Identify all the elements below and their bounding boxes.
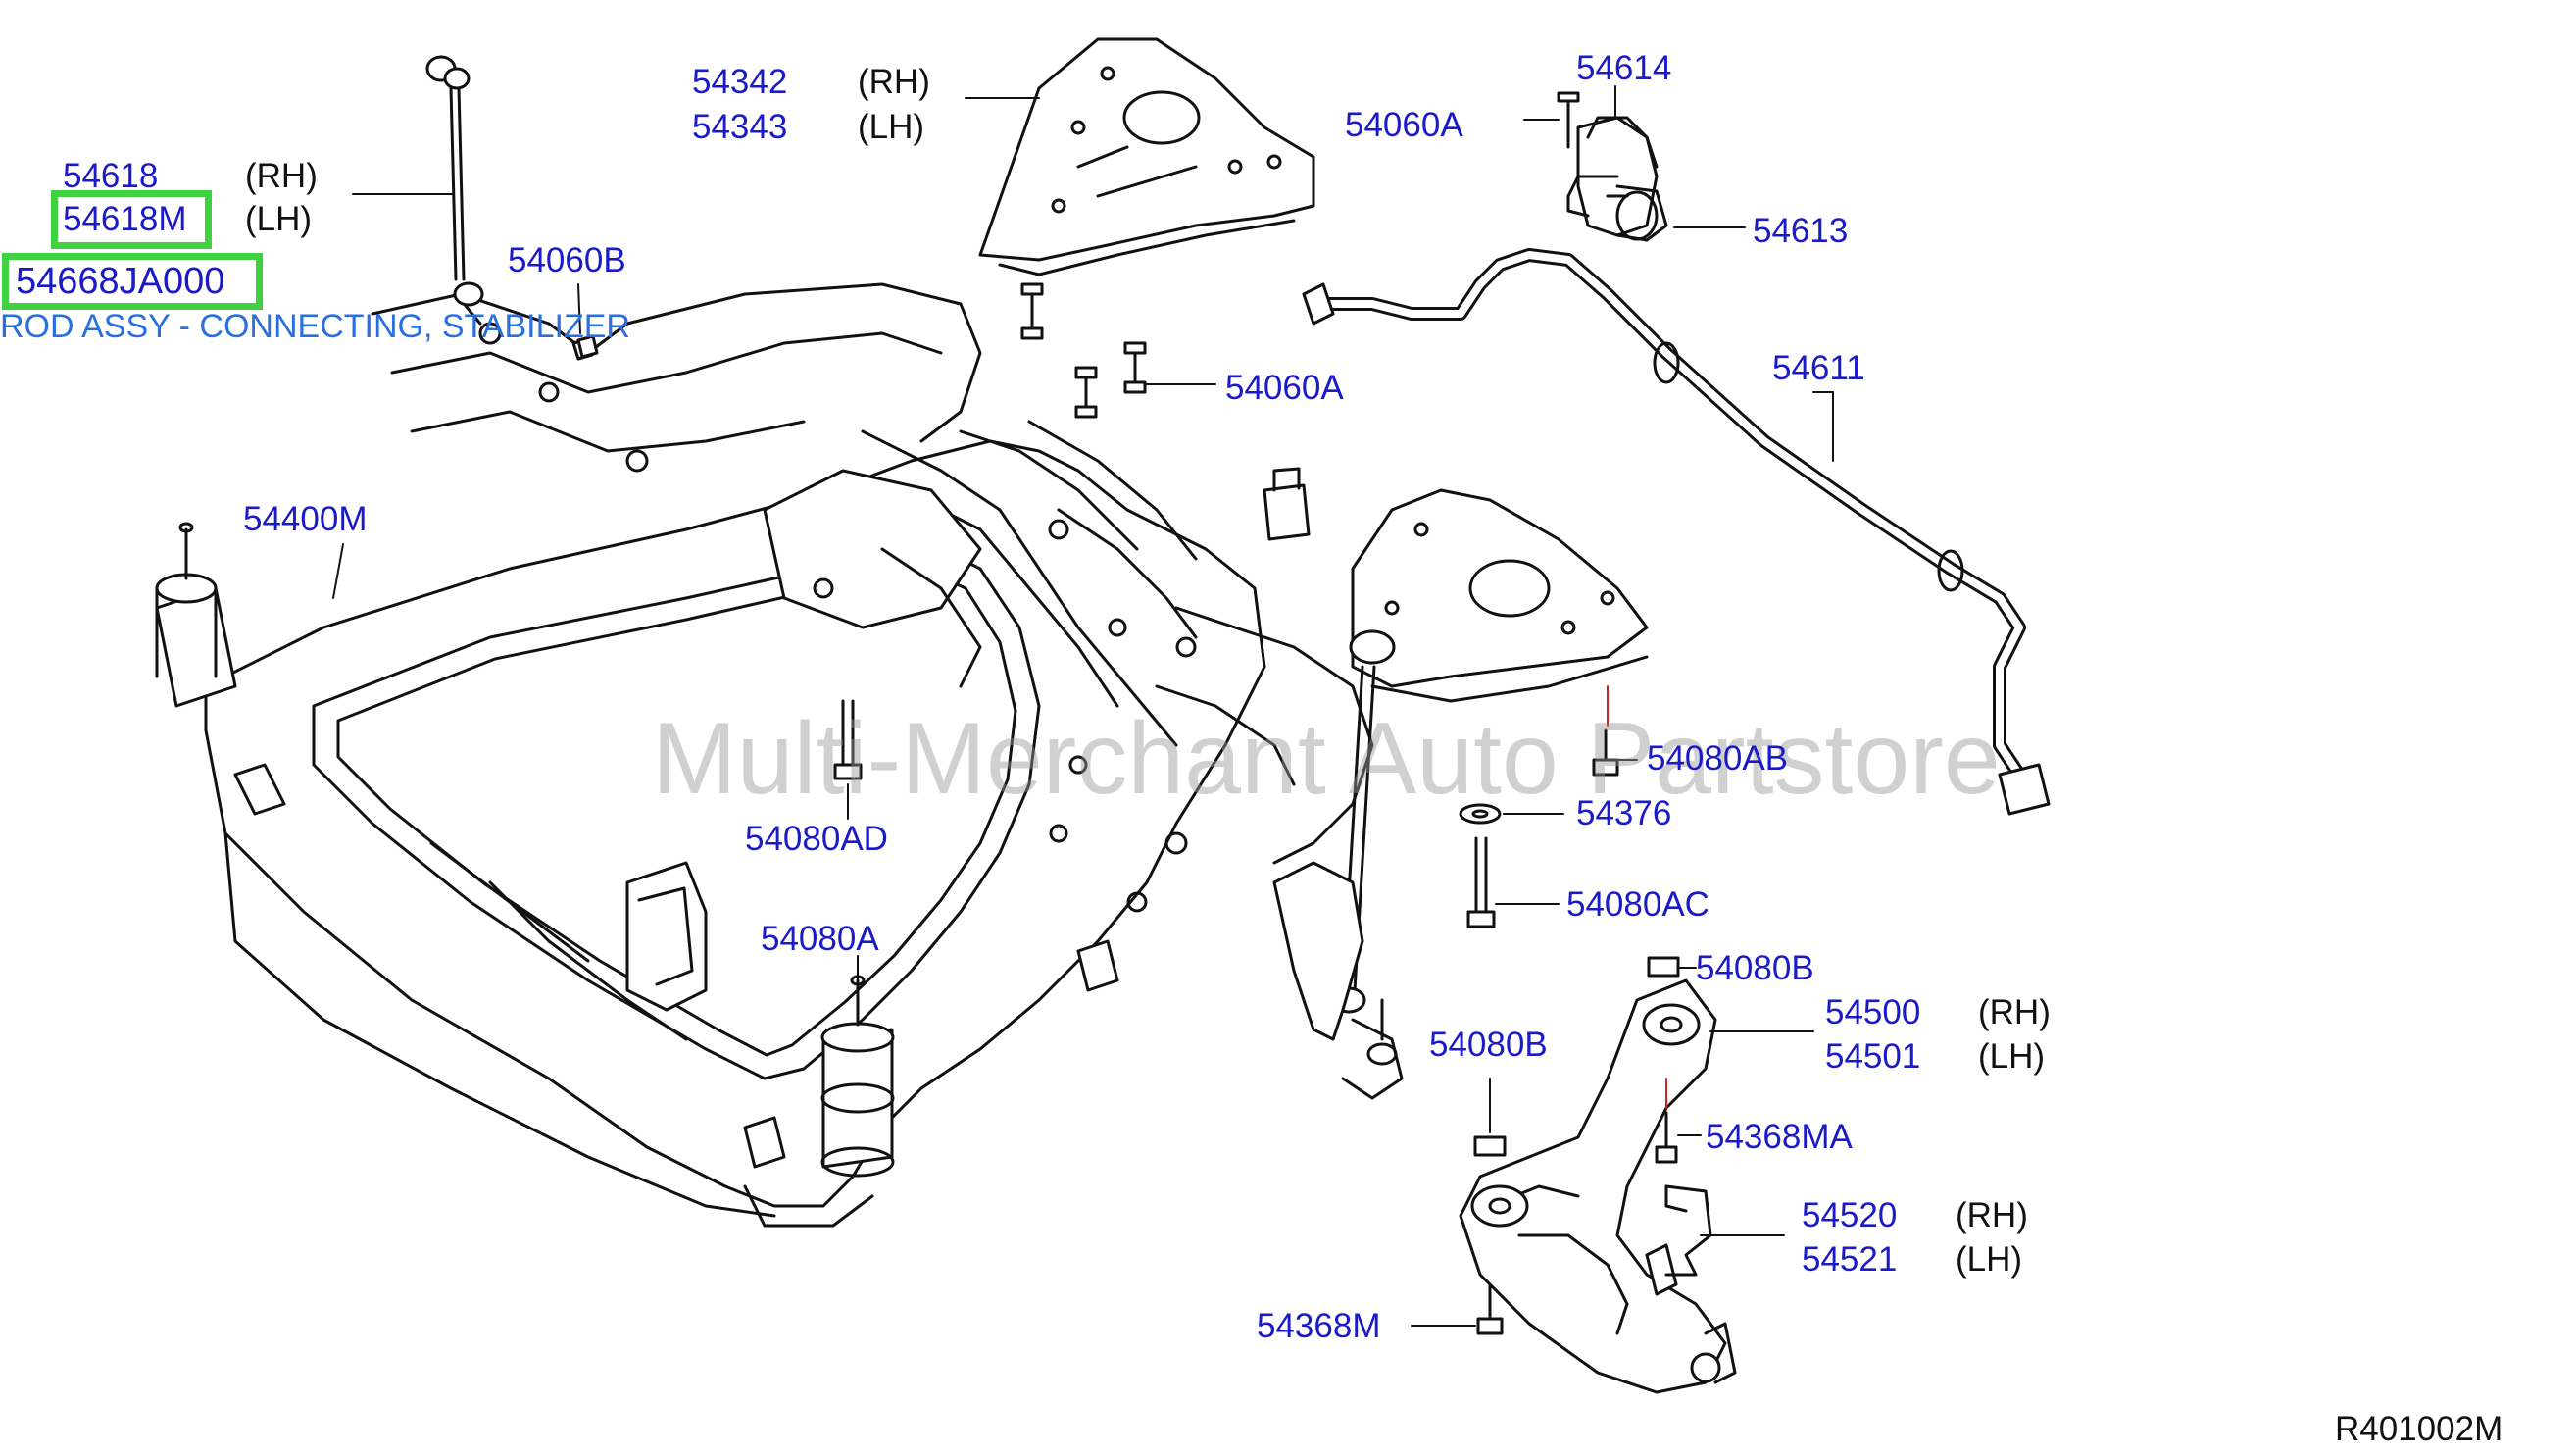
- part-label-54080B-right[interactable]: 54080B: [1696, 949, 1814, 987]
- part-label-54080A[interactable]: 54080A: [761, 920, 879, 958]
- part-label-54060A-mid[interactable]: 54060A: [1225, 369, 1344, 407]
- part-label-54060A-top[interactable]: 54060A: [1345, 106, 1463, 144]
- part-label-54368M[interactable]: 54368M: [1257, 1307, 1381, 1345]
- clip: [1263, 467, 1311, 541]
- right-mount-bushing: [820, 975, 895, 1178]
- reinforcement-plate: [978, 37, 1315, 276]
- side-rh-54618: (RH): [245, 157, 318, 195]
- part-label-54613[interactable]: 54613: [1753, 212, 1849, 250]
- part-label-54343[interactable]: 54343: [692, 108, 788, 146]
- part-label-54060B[interactable]: 54060B: [508, 241, 626, 279]
- part-label-54618[interactable]: 54618: [63, 157, 159, 195]
- side-rh-54342: (RH): [858, 63, 930, 101]
- front-crossmember: [204, 282, 1374, 1228]
- part-label-54611[interactable]: 54611: [1772, 349, 1865, 387]
- watermark: Multi-Merchant Auto Partstore: [652, 702, 2001, 816]
- part-label-54342[interactable]: 54342: [692, 63, 788, 101]
- leader-lines: [332, 85, 1834, 1327]
- bracket-54520: [1664, 1184, 1712, 1277]
- part-label-54080B-left[interactable]: 54080B: [1429, 1026, 1548, 1064]
- part-label-54521[interactable]: 54521: [1802, 1240, 1898, 1279]
- highlighted-part-number[interactable]: 54668JA000: [16, 261, 225, 302]
- stabilizer-bar: [1302, 248, 2051, 816]
- part-label-54376[interactable]: 54376: [1576, 794, 1672, 832]
- stabilizer-bracket: [1566, 116, 1659, 218]
- lower-control-arm: [1459, 978, 1737, 1394]
- highlight-box-54618M: [51, 190, 212, 249]
- left-mount-bushing: [155, 522, 237, 708]
- knuckle-assembly: [1272, 861, 1404, 1100]
- part-label-54500[interactable]: 54500: [1825, 993, 1921, 1031]
- part-label-54368MA[interactable]: 54368MA: [1706, 1118, 1853, 1156]
- bolts: [576, 91, 1680, 1335]
- highlighted-part-description: ROD ASSY - CONNECTING, STABILIZER: [0, 308, 630, 345]
- part-label-54501[interactable]: 54501: [1825, 1037, 1921, 1076]
- highlight-box-54668JA000: [2, 253, 263, 310]
- part-label-54080AD[interactable]: 54080AD: [745, 820, 888, 858]
- stabilizer-bushing: [1576, 116, 1668, 242]
- side-lh-54501: (LH): [1978, 1037, 2046, 1076]
- part-label-54080AC[interactable]: 54080AC: [1566, 885, 1709, 924]
- side-lh-54521: (LH): [1956, 1240, 2023, 1279]
- diagram-reference: R401002M: [2335, 1410, 2503, 1448]
- part-label-54080AB[interactable]: 54080AB: [1647, 739, 1789, 778]
- right-reinforcement-plate: [1351, 488, 1649, 703]
- part-label-54618M[interactable]: 54618M: [63, 200, 187, 238]
- side-rh-54520: (RH): [1956, 1196, 2028, 1234]
- side-lh-54343: (LH): [858, 108, 925, 146]
- part-label-54614[interactable]: 54614: [1576, 49, 1672, 87]
- part-label-54400M[interactable]: 54400M: [243, 500, 368, 538]
- side-lh-54618M: (LH): [245, 200, 313, 238]
- part-label-54520[interactable]: 54520: [1802, 1196, 1898, 1234]
- side-rh-54500: (RH): [1978, 993, 2051, 1031]
